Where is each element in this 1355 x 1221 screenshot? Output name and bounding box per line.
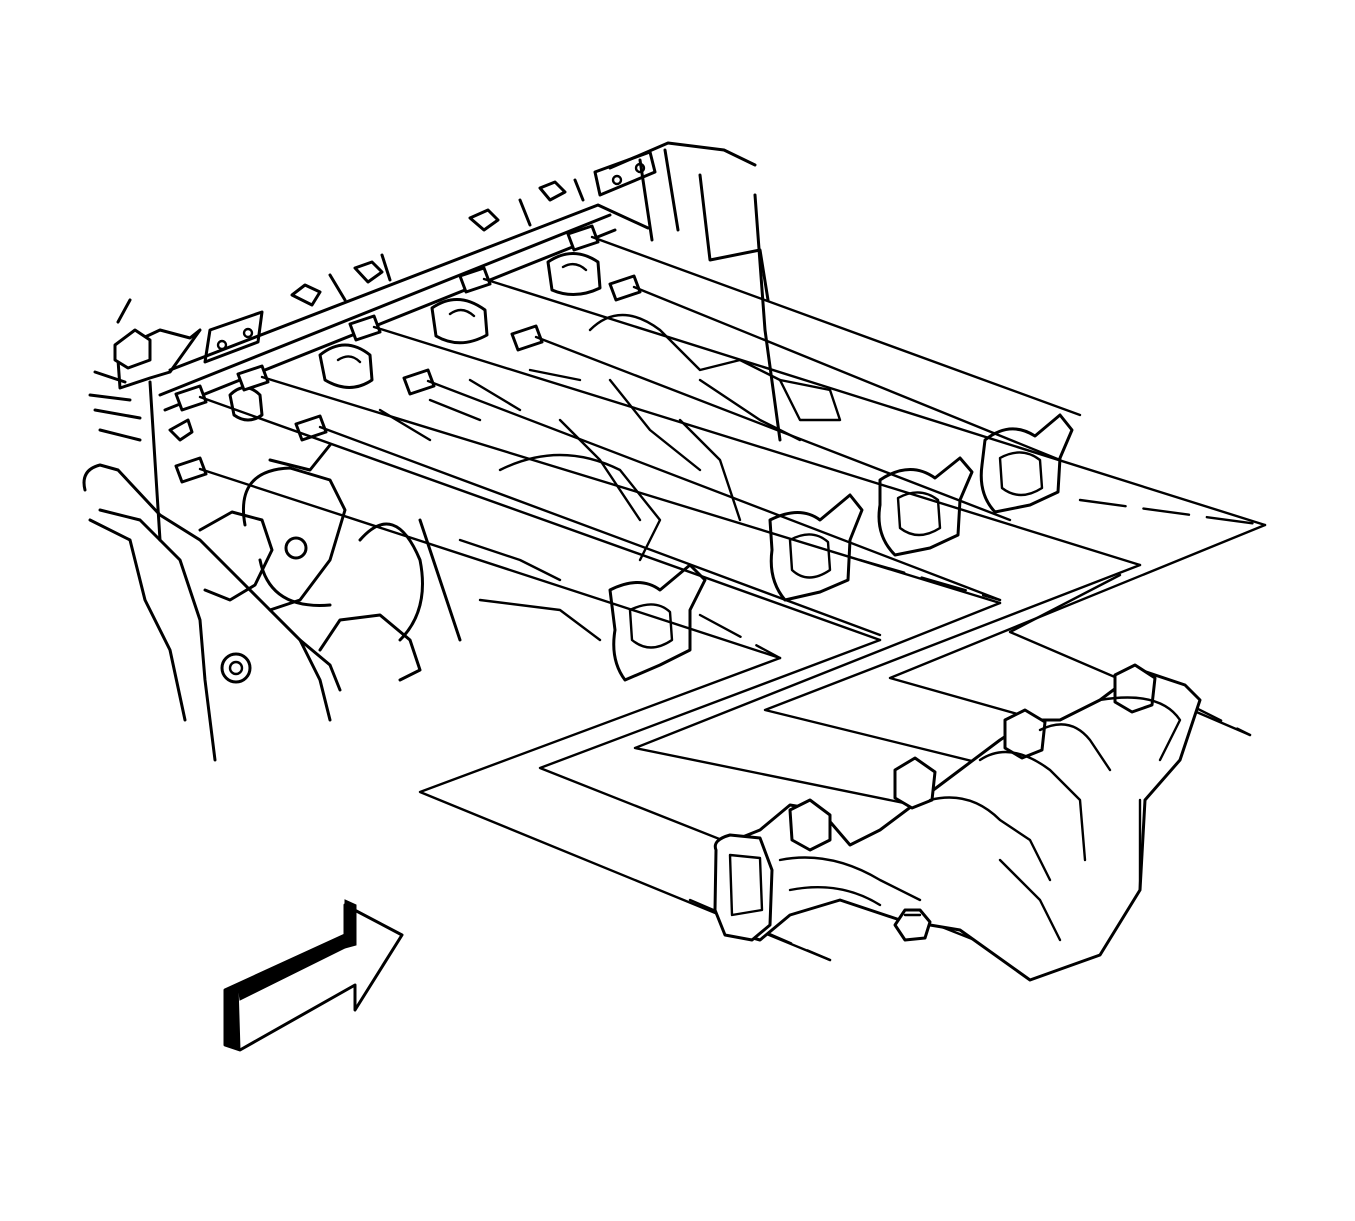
- cylinder-head-ports: [168, 252, 602, 442]
- stud: [348, 314, 382, 342]
- manifold-gaskets: [608, 413, 1074, 682]
- stud: [510, 324, 544, 352]
- stud: [566, 224, 600, 252]
- stud: [608, 274, 642, 302]
- exhaust-manifold-studs: [113, 224, 642, 484]
- exhaust-manifold: [713, 663, 1202, 982]
- stud: [236, 364, 270, 392]
- engine-block: [82, 141, 842, 762]
- stud: [458, 266, 492, 294]
- stud: [174, 384, 208, 412]
- view-direction-arrow: [223, 899, 404, 1052]
- stud: [402, 368, 436, 396]
- stud-bolt: [113, 328, 152, 370]
- stud: [174, 456, 208, 484]
